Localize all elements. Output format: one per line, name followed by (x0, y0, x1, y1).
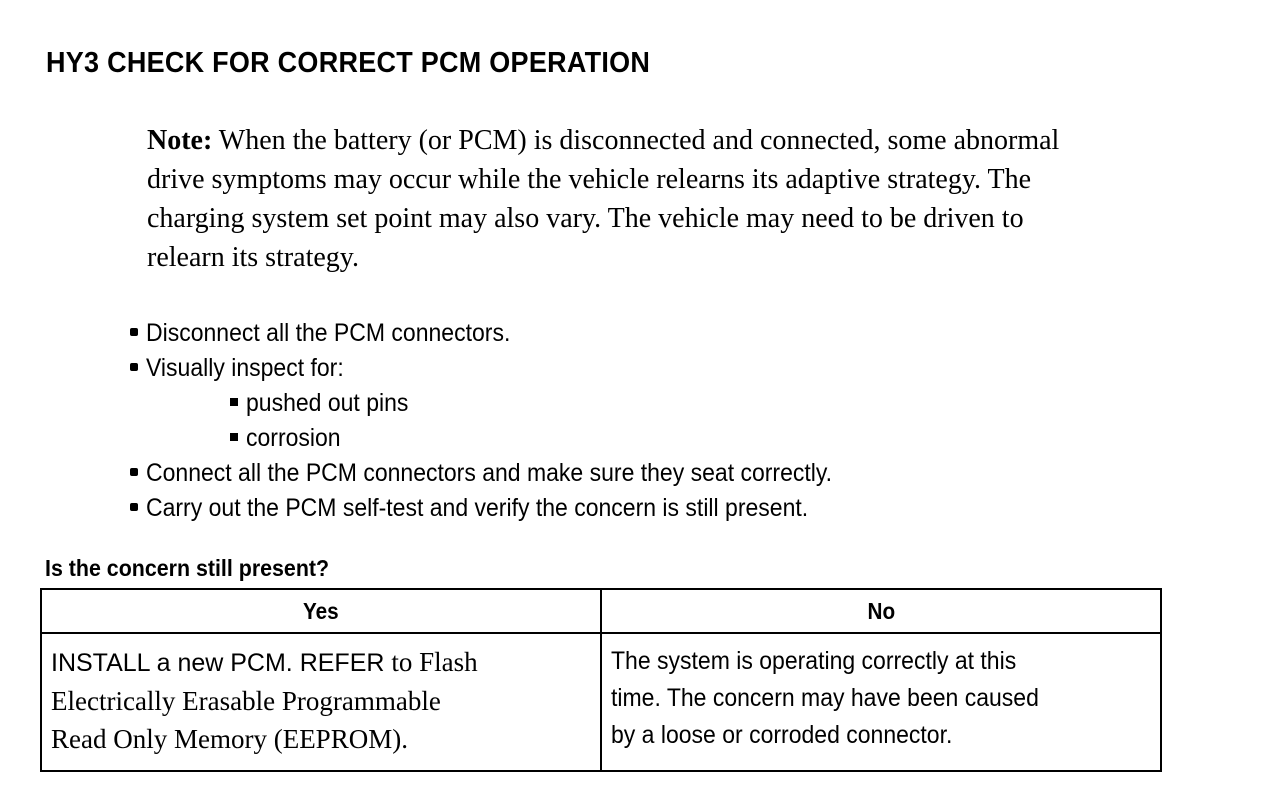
no-action-text: The system is operating correctly at thi… (602, 634, 1160, 766)
decision-question: Is the concern still present? (45, 555, 330, 581)
table-header-yes: Yes (40, 588, 602, 634)
round-bullet-icon (130, 319, 146, 352)
table-header-no: No (600, 588, 1162, 634)
yes-action-line-1: INSTALL a new PCM. REFER to Flash (51, 643, 590, 682)
list-item: Visually inspect for: (130, 352, 892, 387)
list-item-label: pushed out pins (246, 389, 409, 417)
table-header-yes-label: Yes (303, 597, 339, 624)
yes-action-text: INSTALL a new PCM. REFER to Flash Electr… (42, 634, 600, 770)
decision-table: Yes No INSTALL a new PCM. REFER to Flash… (40, 588, 1162, 772)
round-bullet-icon (130, 494, 146, 527)
list-item: Disconnect all the PCM connectors. (130, 317, 892, 352)
list-item-label: corrosion (246, 424, 341, 452)
table-header-no-label: No (867, 597, 895, 624)
table-cell-no: The system is operating correctly at thi… (600, 632, 1162, 772)
table-row: INSTALL a new PCM. REFER to Flash Electr… (40, 632, 1162, 772)
note-label: Note: (147, 125, 213, 156)
yes-action-line-3: Read Only Memory (EEPROM). (51, 724, 408, 754)
procedure-list: Disconnect all the PCM connectors. Visua… (130, 317, 892, 527)
yes-action-line-2: Electrically Erasable Programmable (51, 686, 441, 716)
note-line-4: relearn its strategy. (147, 242, 359, 273)
round-bullet-icon (130, 459, 146, 492)
yes-action-line-1-serif: to Flash (391, 647, 478, 677)
note-line-3: charging system set point may also vary.… (147, 203, 1024, 234)
list-item: corrosion (230, 422, 892, 457)
no-action-line-2: time. The concern may have been caused (611, 684, 1039, 712)
note-line-1-text: When the battery (or PCM) is disconnecte… (212, 125, 1060, 156)
list-item: Carry out the PCM self-test and verify t… (130, 492, 892, 527)
table-header-row: Yes No (40, 588, 1162, 634)
table-cell-yes: INSTALL a new PCM. REFER to Flash Electr… (40, 632, 602, 772)
yes-action-line-1-sans: INSTALL a new PCM. REFER (51, 649, 392, 677)
no-action-line-1: The system is operating correctly at thi… (611, 647, 1017, 675)
round-bullet-icon (130, 354, 146, 387)
note-line-1: Note: When the battery (or PCM) is disco… (147, 121, 1239, 160)
list-item: pushed out pins (230, 387, 892, 422)
no-action-line-3: by a loose or corroded connector. (611, 721, 953, 749)
list-item-label: Carry out the PCM self-test and verify t… (146, 494, 809, 522)
list-item: Connect all the PCM connectors and make … (130, 457, 892, 492)
list-item-label: Connect all the PCM connectors and make … (146, 459, 833, 487)
list-item-label: Disconnect all the PCM connectors. (146, 319, 511, 347)
note-block: Note: When the battery (or PCM) is disco… (147, 121, 1239, 277)
square-bullet-icon (230, 389, 246, 422)
square-bullet-icon (230, 424, 246, 457)
page-title: HY3 CHECK FOR CORRECT PCM OPERATION (46, 47, 651, 79)
list-item-label: Visually inspect for: (146, 354, 344, 382)
note-line-2: drive symptoms may occur while the vehic… (147, 164, 1032, 195)
